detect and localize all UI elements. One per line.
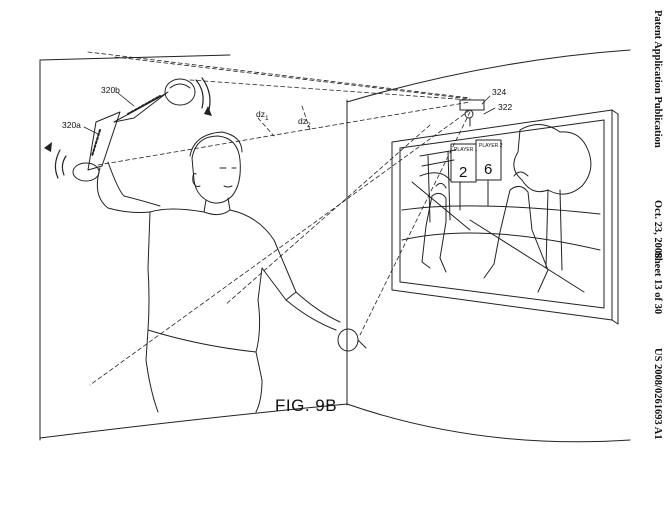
player2-label: PLAYER 2 <box>479 143 503 149</box>
ref-322: 322 <box>498 102 512 112</box>
camera-324 <box>459 99 485 127</box>
person <box>96 131 367 413</box>
header-number: US 2008/0261693 A1 <box>652 348 663 440</box>
header-date: Oct. 23, 2008 <box>652 200 663 259</box>
player1-label: PLAYER 1 <box>454 147 478 153</box>
controller-320b <box>113 78 196 123</box>
player1-score: 2 <box>459 164 467 181</box>
reference-leaders <box>83 92 496 135</box>
ref-320b: 320b <box>101 85 120 95</box>
score-signs <box>450 139 502 211</box>
header-sheet: Sheet 13 of 30 <box>652 252 663 315</box>
ref-320a: 320a <box>62 120 81 130</box>
ref-dz2: dz2 <box>298 116 311 129</box>
room-walls <box>39 49 631 443</box>
ref-dz1: dz1 <box>256 109 269 122</box>
player2-score: 6 <box>484 161 492 178</box>
ref-324: 324 <box>492 87 506 97</box>
controller-320a <box>72 111 121 182</box>
patent-header: Patent Application Publication Oct. 23, … <box>649 0 663 500</box>
figure-label: FIG. 9B <box>275 396 338 415</box>
display-322 <box>391 109 619 325</box>
header-publication: Patent Application Publication <box>652 10 663 148</box>
motion-arrows <box>44 106 212 152</box>
sight-lines <box>87 51 471 386</box>
